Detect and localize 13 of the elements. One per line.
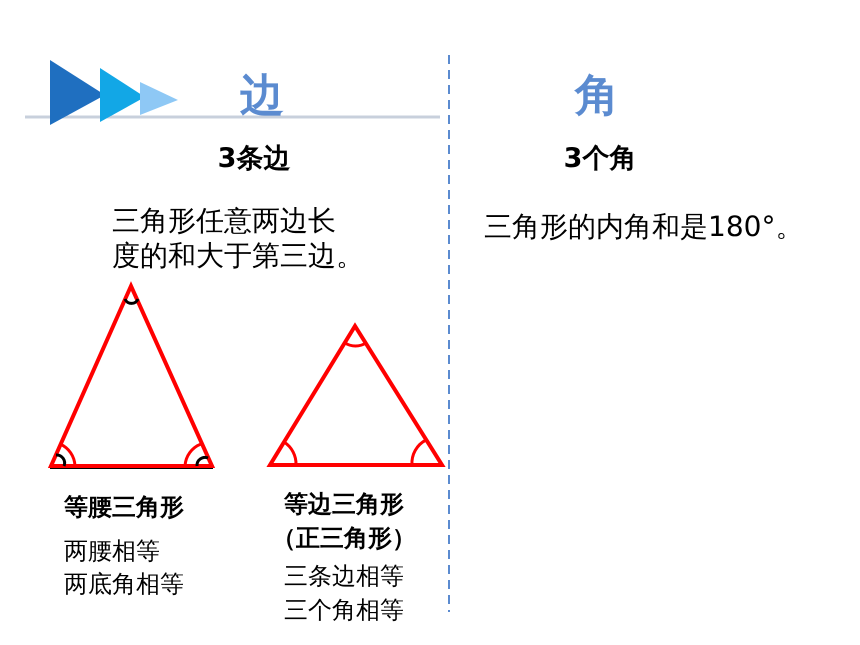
- heading: 角: [575, 70, 619, 123]
- property-text: 三条边相等: [284, 562, 404, 591]
- shape-name: 等腰三角形: [64, 493, 184, 522]
- property-text: 两腰相等: [64, 537, 160, 566]
- shape-name: 等边三角形: [284, 490, 404, 519]
- rule-text: 三角形的内角和是180°。: [484, 210, 804, 244]
- property-text: 两底角相等: [64, 570, 184, 599]
- shape-name: （正三角形）: [272, 524, 416, 553]
- rule-text: 三角形任意两边长度的和大于第三边。: [112, 203, 364, 273]
- property-text: 三个角相等: [284, 596, 404, 625]
- heading: 边: [240, 70, 284, 123]
- subheading: 3个角: [564, 143, 636, 176]
- subheading: 3条边: [218, 143, 290, 176]
